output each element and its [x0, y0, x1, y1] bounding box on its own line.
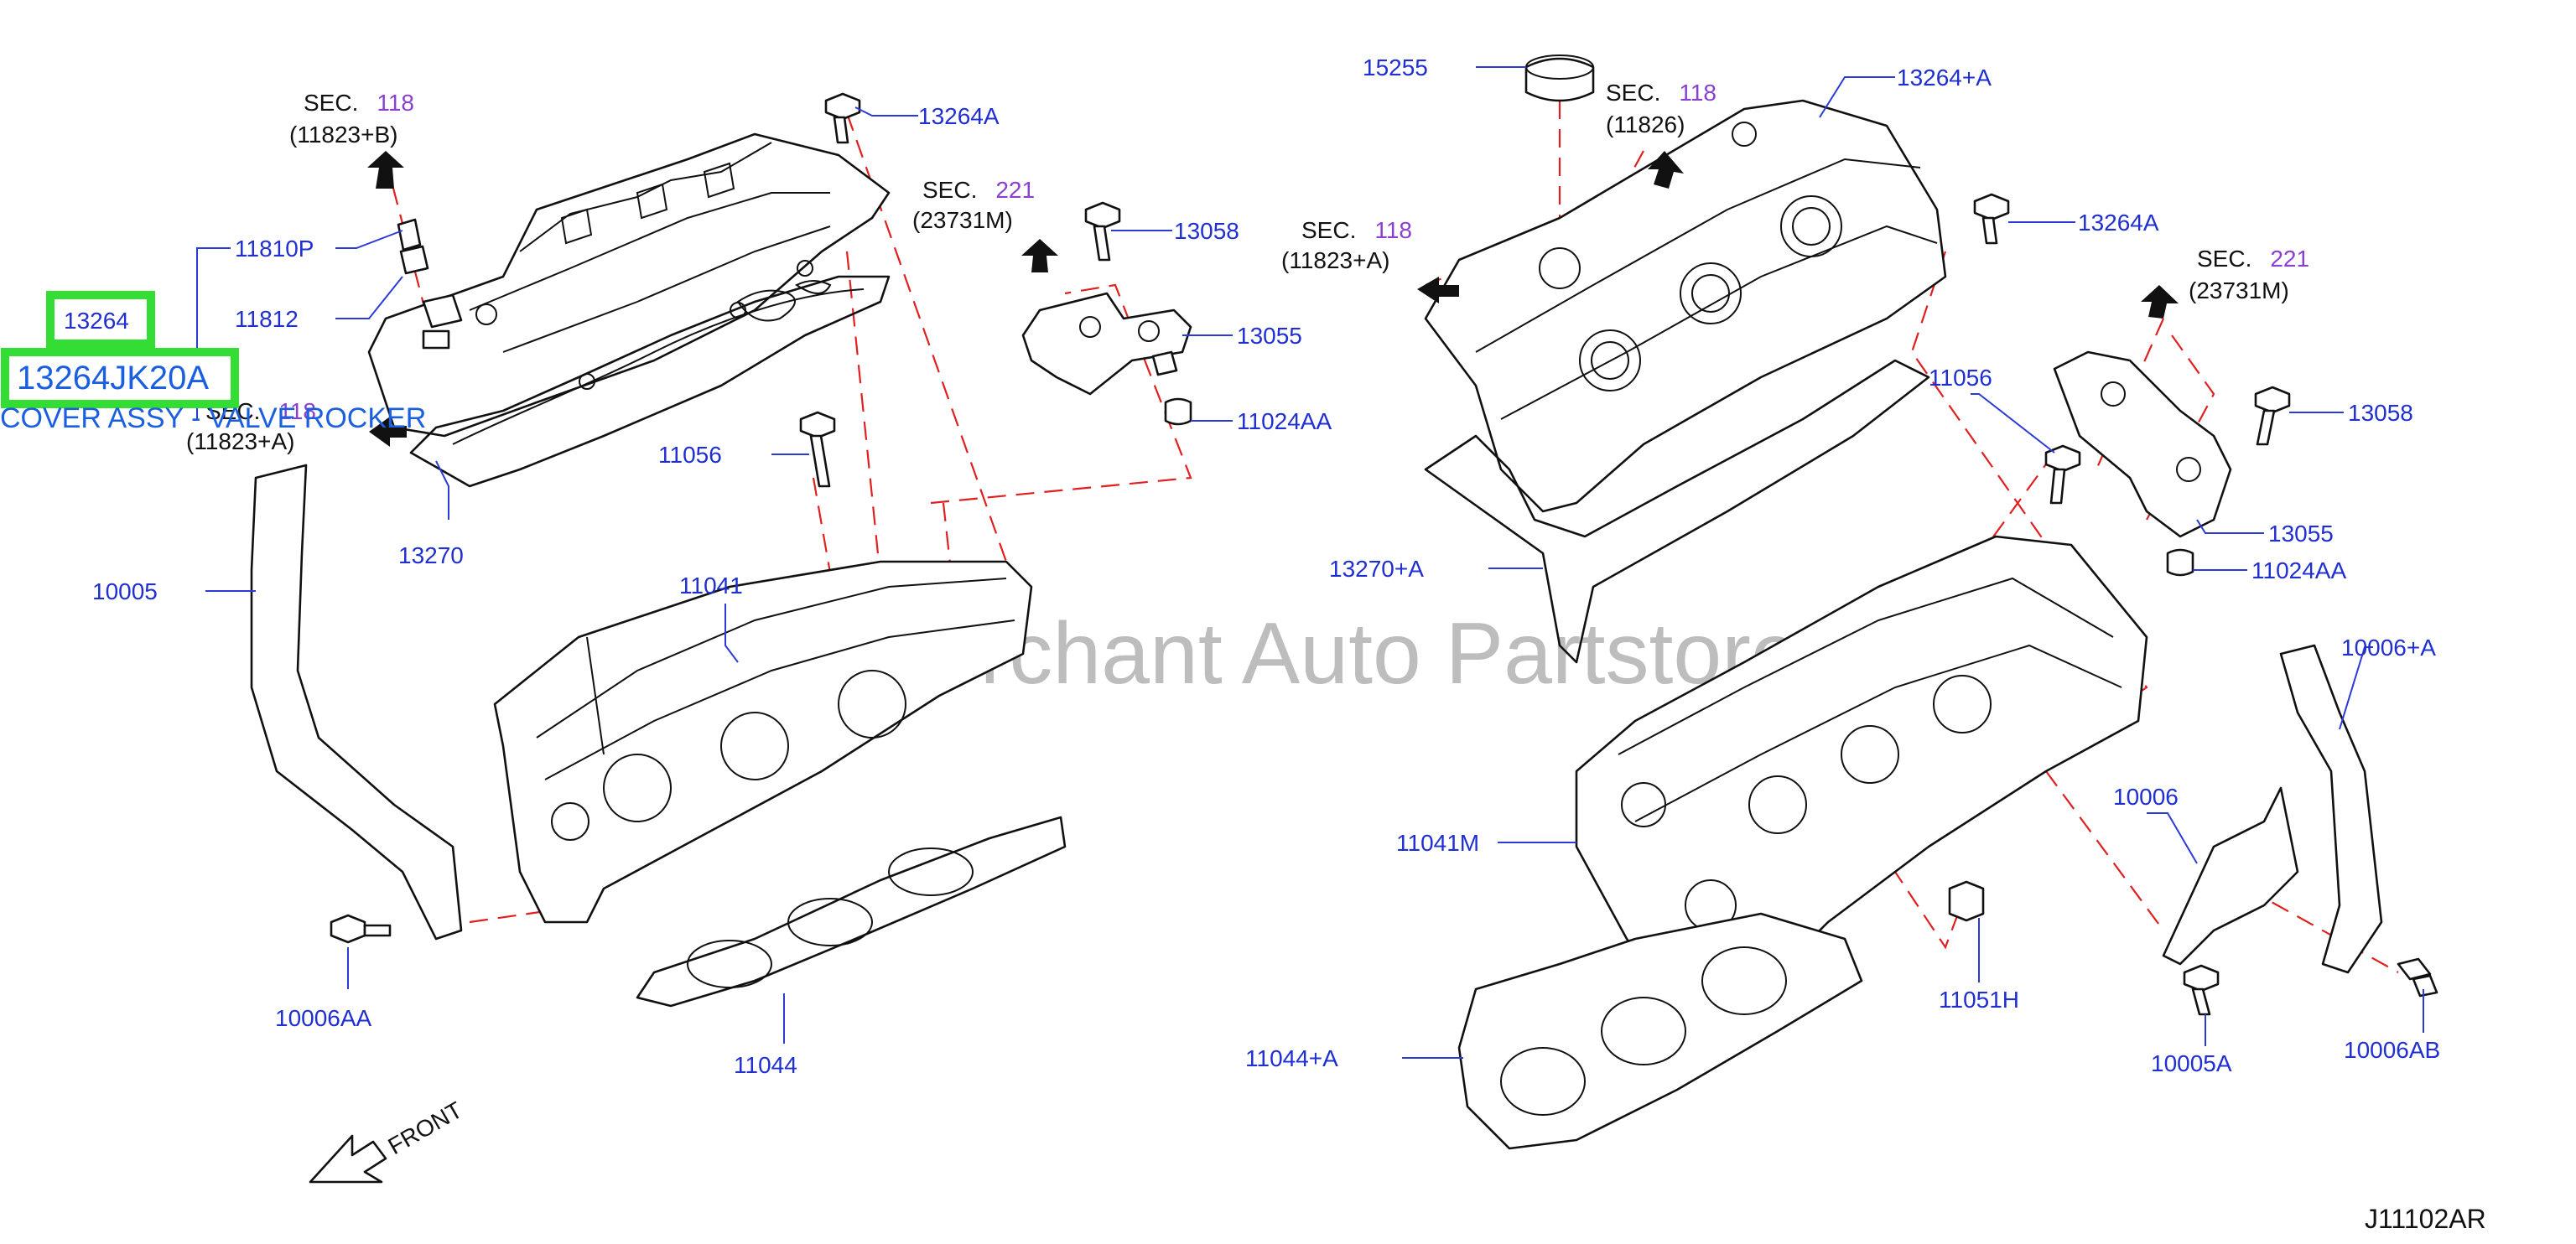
part-label-13264a-left[interactable]: 13264A: [918, 103, 1000, 129]
left-bolt-13058-drawing: [1084, 201, 1121, 262]
arrow-sec118-11826-icon: [1648, 151, 1684, 189]
part-label-11024aa-left[interactable]: 11024AA: [1237, 408, 1332, 434]
left-rocker-cover-drawing: [367, 132, 891, 438]
right-bracket-10006pa-drawing: [2279, 644, 2383, 974]
right-rocker-cover-drawing: [1424, 99, 1947, 513]
highlight-box-13264[interactable]: [46, 291, 155, 348]
part-label-11044[interactable]: 11044: [734, 1052, 797, 1078]
sec-ref-4-label: SEC.118: [1606, 80, 1716, 106]
left-gasket-drawing: [409, 275, 891, 488]
part-label-11812[interactable]: 11812: [235, 306, 299, 332]
part-label-11056-left[interactable]: 11056: [658, 442, 722, 468]
part-label-10006ab[interactable]: 10006AB: [2344, 1037, 2440, 1063]
arrow-sec118-a-right-icon: [1417, 277, 1459, 303]
left-bolt-11056-drawing: [799, 411, 836, 488]
sec-ref-5-code: (11823+A): [1281, 247, 1389, 273]
part-label-13055-right[interactable]: 13055: [2268, 521, 2334, 547]
right-bracket-10006-drawing: [2162, 786, 2299, 966]
sec-ref-1-code: (11823+B): [289, 122, 397, 148]
highlight-part-description: COVER ASSY - VALVE ROCKER: [0, 402, 426, 434]
left-head-gasket-drawing: [636, 816, 1067, 1008]
highlight-part-13264jk20a[interactable]: 13264JK20A: [17, 360, 209, 397]
sec-ref-2-label: SEC.221: [922, 177, 1035, 203]
part-label-13264pa[interactable]: 13264+A: [1897, 65, 1992, 91]
left-cylinder-head-drawing: [493, 560, 1033, 924]
right-bolt-11056-drawing: [2044, 444, 2081, 505]
arrow-sec118-b-icon: [367, 151, 404, 189]
highlighted-part[interactable]: 13264 13264JK20A COVER ASSY - VALVE ROCK…: [0, 291, 426, 434]
left-bolt-10006aa-drawing: [330, 914, 392, 944]
highlight-part-13264[interactable]: 13264: [64, 308, 129, 334]
part-label-15255[interactable]: 15255: [1363, 54, 1428, 80]
right-bolt-10005a-drawing: [2183, 964, 2220, 1016]
front-arrow-icon: [309, 1134, 387, 1184]
right-bolt-13264a-drawing: [1973, 193, 2010, 245]
sec-ref-5-label: SEC.118: [1301, 217, 1412, 243]
right-bolt-13058-drawing: [2254, 386, 2291, 446]
part-label-10006[interactable]: 10006: [2113, 784, 2179, 810]
left-seal-11024aa-drawing: [1164, 397, 1192, 426]
part-label-11041[interactable]: 11041: [679, 573, 743, 599]
right-seal-11024aa-drawing: [2166, 548, 2194, 577]
oil-filler-cap-drawing: [1524, 54, 1595, 102]
sec-ref-3-code: (11823+A): [186, 428, 294, 454]
arrow-sec221-left-icon: [1021, 239, 1058, 272]
part-label-10006aa[interactable]: 10006AA: [275, 1005, 372, 1031]
part-label-11810p[interactable]: 11810P: [235, 236, 314, 262]
front-label: FRONT: [384, 1096, 467, 1159]
diagram-ref-code: J11102AR: [2365, 1204, 2486, 1234]
part-label-13264a-right[interactable]: 13264A: [2078, 210, 2159, 236]
sec-ref-2-code: (23731M): [912, 207, 1013, 233]
part-label-11051h[interactable]: 11051H: [1939, 987, 2019, 1013]
left-pcv-valve-drawing: [397, 218, 463, 350]
part-label-11044pa[interactable]: 11044+A: [1245, 1045, 1338, 1071]
part-label-11056-right[interactable]: 11056: [1929, 365, 1992, 391]
arrow-sec118-a-left-icon: [369, 417, 407, 447]
right-bolt-11051h-drawing: [1948, 880, 1985, 922]
right-gasket-drawing: [1424, 359, 1930, 664]
left-bolt-13264a-drawing: [824, 92, 861, 144]
highlight-box-13264jk20a[interactable]: [1, 348, 239, 408]
right-bolt-10006ab-drawing: [2397, 957, 2438, 998]
part-label-11024aa-right[interactable]: 11024AA: [2251, 557, 2346, 583]
sec-ref-1-label: SEC.118: [304, 90, 414, 116]
part-label-11041m[interactable]: 11041M: [1396, 830, 1479, 856]
arrow-sec221-right-icon: [2141, 285, 2179, 319]
part-label-10006pa[interactable]: 10006+A: [2341, 635, 2436, 661]
sec-ref-6-label: SEC.221: [2197, 246, 2309, 272]
sec-ref-4-code: (11826): [1606, 111, 1685, 137]
part-label-13270pa[interactable]: 13270+A: [1329, 556, 1424, 582]
part-label-10005a[interactable]: 10005A: [2151, 1050, 2232, 1076]
sec-ref-6-code: (23731M): [2189, 277, 2289, 303]
part-label-10005[interactable]: 10005: [92, 578, 158, 604]
right-head-gasket-drawing: [1457, 912, 1863, 1150]
part-label-13058-left[interactable]: 13058: [1174, 218, 1239, 244]
part-label-13058-right[interactable]: 13058: [2348, 400, 2413, 426]
left-solenoid-drawing: [1021, 292, 1192, 396]
part-label-13270[interactable]: 13270: [398, 542, 464, 568]
left-bracket-10005-drawing: [250, 464, 463, 941]
part-label-13055-left[interactable]: 13055: [1237, 323, 1302, 349]
right-solenoid-drawing: [2053, 350, 2232, 538]
